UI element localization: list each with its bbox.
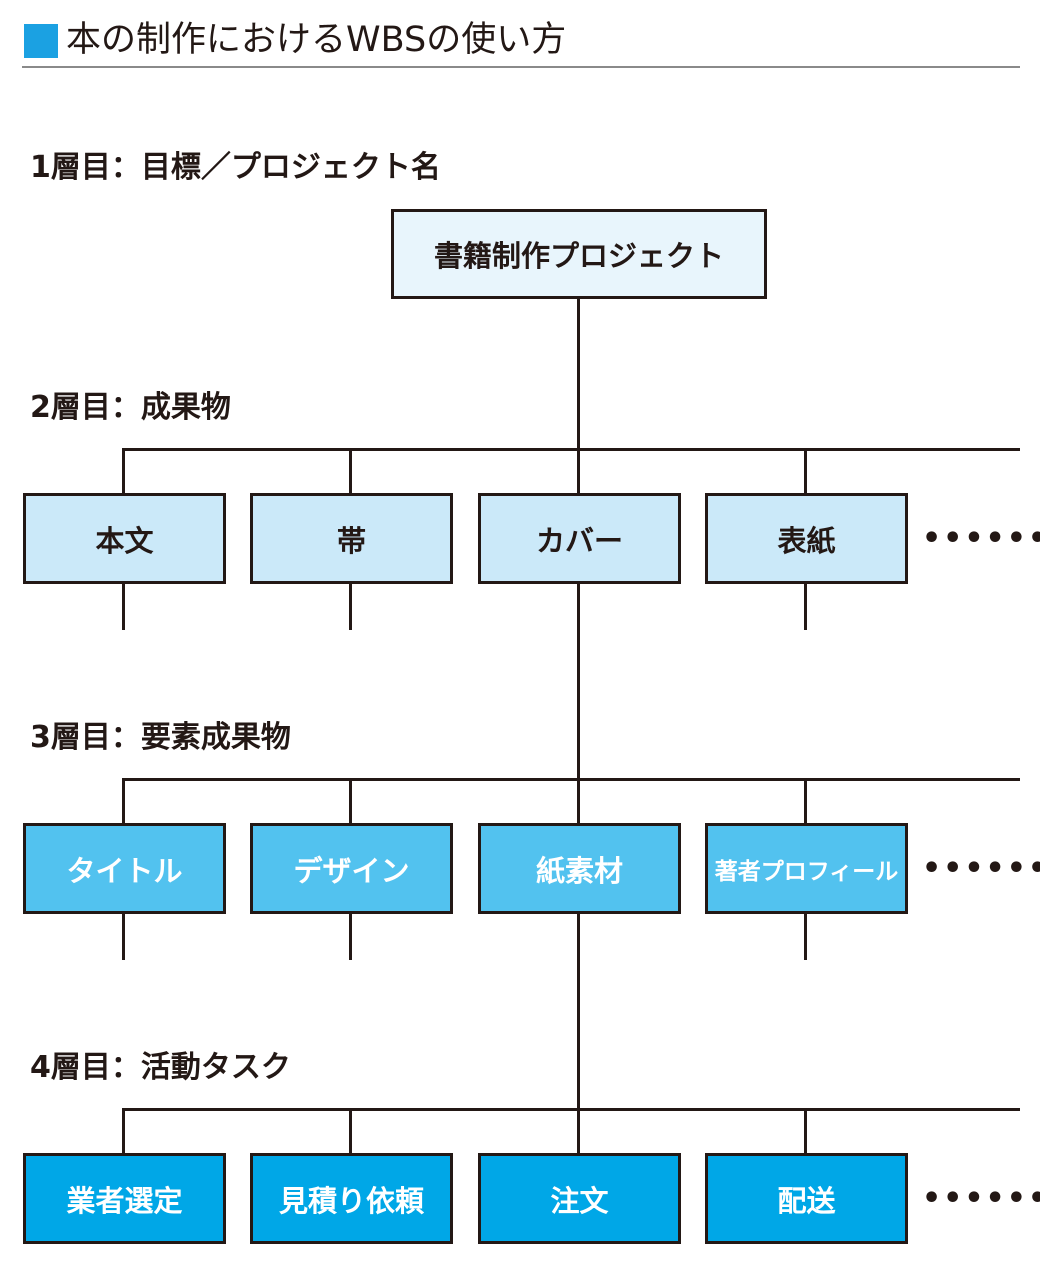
- level3-stub-1: [122, 913, 125, 960]
- level4-bus-line: [122, 1108, 1020, 1111]
- level3-drop-4: [804, 778, 807, 825]
- level3-drop-1: [122, 778, 125, 825]
- level2-stub-2: [349, 583, 352, 630]
- level2-box-honbun: 本文: [23, 493, 226, 584]
- level3-bus-line: [122, 778, 1020, 781]
- level2-box-hyoshi: 表紙: [705, 493, 908, 584]
- level3-stub-2: [349, 913, 352, 960]
- level3-stub-4: [804, 913, 807, 960]
- level3-drop-3: [577, 778, 580, 825]
- level3-box-title: タイトル: [23, 823, 226, 914]
- level2-drop-4: [804, 448, 807, 495]
- level4-drop-4: [804, 1108, 807, 1155]
- header: 本の制作におけるWBSの使い方: [22, 8, 1020, 68]
- layer-2-label: 2層目：成果物: [30, 390, 231, 425]
- level2-more-dots: ••••••: [922, 521, 1040, 556]
- level3-drop-2: [349, 778, 352, 825]
- level2-stub-1: [122, 583, 125, 630]
- level4-drop-3: [577, 1108, 580, 1155]
- level2-box-cover: カバー: [478, 493, 681, 584]
- level4-more-dots: ••••••: [922, 1181, 1040, 1216]
- level4-box-order: 注文: [478, 1153, 681, 1244]
- level2-box-obi: 帯: [250, 493, 453, 584]
- title-square-icon: [24, 24, 58, 58]
- level3-box-design: デザイン: [250, 823, 453, 914]
- layer-4-label: 4層目：活動タスク: [30, 1050, 291, 1085]
- level3-more-dots: ••••••: [922, 851, 1040, 886]
- layer-1-label: 1層目：目標／プロジェクト名: [30, 150, 441, 185]
- level4-box-estimate: 見積り依頼: [250, 1153, 453, 1244]
- level2-drop-2: [349, 448, 352, 495]
- layer-3-label: 3層目：要素成果物: [30, 720, 291, 755]
- root-project-box: 書籍制作プロジェクト: [391, 209, 767, 299]
- level2-drop-3: [577, 448, 580, 495]
- cover-connector: [577, 583, 580, 781]
- level4-box-delivery: 配送: [705, 1153, 908, 1244]
- level2-drop-1: [122, 448, 125, 495]
- level2-bus-line: [122, 448, 1020, 451]
- level4-box-vendor: 業者選定: [23, 1153, 226, 1244]
- level2-stub-4: [804, 583, 807, 630]
- page-title: 本の制作におけるWBSの使い方: [66, 20, 567, 60]
- level3-box-profile: 著者プロフィール: [705, 823, 908, 914]
- paper-connector: [577, 913, 580, 1111]
- level4-drop-2: [349, 1108, 352, 1155]
- root-connector: [577, 298, 580, 451]
- level4-drop-1: [122, 1108, 125, 1155]
- level3-box-paper: 紙素材: [478, 823, 681, 914]
